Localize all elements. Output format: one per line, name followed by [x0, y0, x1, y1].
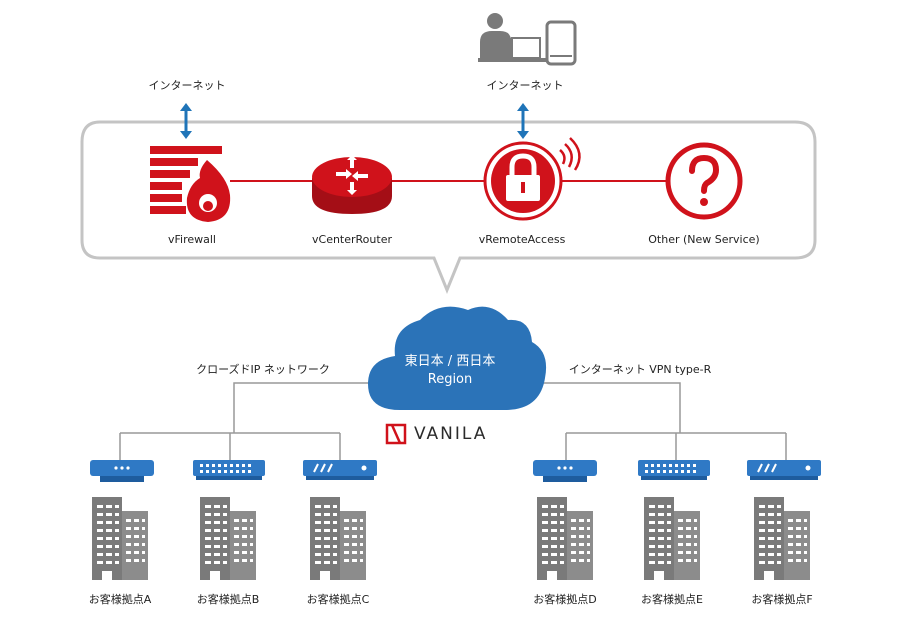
- service-label-remote-access: vRemoteAccess: [478, 233, 566, 246]
- building-icon-b: [200, 497, 256, 580]
- vanila-logo-mark: [385, 423, 407, 445]
- site-label-e: お客様拠点E: [641, 593, 703, 606]
- network-lines: [119, 382, 787, 460]
- vanila-logo-text: VANILA: [414, 424, 488, 444]
- closed-network-label: クローズドIP ネットワーク: [196, 363, 330, 376]
- question-icon: [665, 142, 743, 220]
- switch-device-b: [193, 460, 265, 480]
- site-label-d: お客様拠点D: [533, 593, 597, 606]
- smartphone-icon: [545, 20, 577, 66]
- site-label-c: お客様拠点C: [306, 593, 370, 606]
- cloud-icon: [368, 306, 547, 410]
- building-icon-a: [92, 497, 148, 580]
- building-icon-f: [754, 497, 810, 580]
- router-device-a: [90, 460, 154, 482]
- user-pc-icon: [478, 13, 548, 62]
- appliance-device-f: [747, 460, 821, 480]
- site-label-f: お客様拠点F: [751, 593, 813, 606]
- lock-icon: [483, 137, 581, 221]
- building-icon-e: [644, 497, 700, 580]
- appliance-device-c: [303, 460, 377, 480]
- cloud-region-line2: Region: [427, 372, 473, 387]
- internet-label-left: インターネット: [148, 79, 226, 92]
- router-icon: [312, 155, 392, 214]
- service-label-firewall: vFirewall: [168, 233, 216, 246]
- router-device-d: [533, 460, 597, 482]
- internet-label-right: インターネット: [486, 79, 564, 92]
- internet-vpn-label: インターネット VPN type-R: [568, 363, 712, 376]
- firewall-icon: [150, 146, 231, 222]
- service-label-other: Other (New Service): [648, 233, 760, 246]
- services-panel: [80, 120, 817, 294]
- building-icon-c: [310, 497, 366, 580]
- cloud-region-line1: 東日本 / 西日本: [404, 354, 496, 369]
- switch-device-e: [638, 460, 710, 480]
- service-label-router: vCenterRouter: [312, 233, 392, 246]
- building-icon-d: [537, 497, 593, 580]
- site-label-a: お客様拠点A: [88, 593, 152, 606]
- site-label-b: お客様拠点B: [196, 593, 260, 606]
